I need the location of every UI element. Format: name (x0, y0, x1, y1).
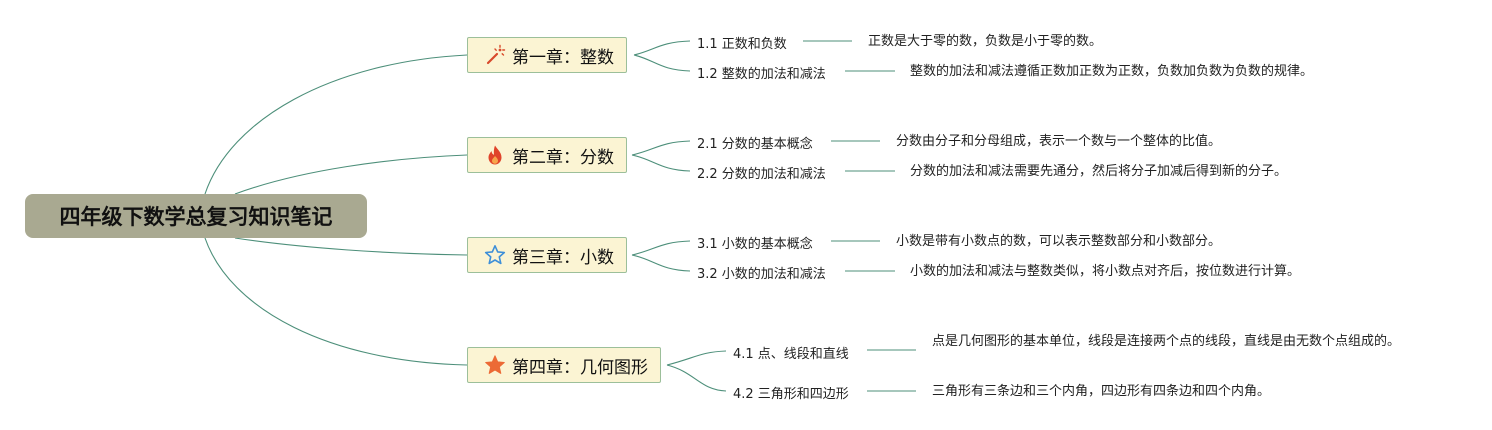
topic-1-1-note: 正数是大于零的数，负数是小于零的数。 (868, 34, 1103, 49)
star-outline-icon (484, 244, 506, 266)
magic-wand-icon (484, 44, 506, 66)
chapter-2-node[interactable]: 第二章：分数 (467, 137, 627, 173)
topic-3-2-note: 小数的加法和减法与整数类似，将小数点对齐后，按位数进行计算。 (910, 264, 1301, 279)
topic-2-1-note: 分数由分子和分母组成，表示一个数与一个整体的比值。 (896, 134, 1222, 149)
chapter-2-branch-1-line (631, 140, 691, 156)
root-topic[interactable]: 四年级下数学总复习知识笔记 (25, 194, 367, 238)
chapter-3-title: 第三章：小数 (512, 247, 614, 268)
fire-icon (484, 144, 506, 166)
chapter-1-branch-2-line (633, 54, 691, 72)
chapter-2-branch-2-line (631, 154, 691, 172)
topic-1-1[interactable]: 1.1 正数和负数 (697, 37, 787, 52)
topic-2-1[interactable]: 2.1 分数的基本概念 (697, 137, 813, 152)
chapter-4-branch-2-line (666, 364, 727, 392)
topic-1-2-note: 整数的加法和减法遵循正数加正数为正数，负数加负数为负数的规律。 (910, 64, 1314, 79)
topic-1-2[interactable]: 1.2 整数的加法和减法 (697, 67, 826, 82)
chapter-4-node[interactable]: 第四章：几何图形 (467, 347, 661, 383)
topic-3-1[interactable]: 3.1 小数的基本概念 (697, 237, 813, 252)
topic-2-2-note: 分数的加法和减法需要先通分，然后将分子加减后得到新的分子。 (910, 164, 1288, 179)
topic-4-2[interactable]: 4.2 三角形和四边形 (733, 387, 849, 402)
topic-4-1[interactable]: 4.1 点、线段和直线 (733, 347, 849, 362)
chapter-3-branch-1-line (631, 240, 691, 256)
chapter-1-node[interactable]: 第一章：整数 (467, 37, 627, 73)
topic-3-2[interactable]: 3.2 小数的加法和减法 (697, 267, 826, 282)
chapter-1-title: 第一章：整数 (512, 47, 614, 68)
chapter-3-branch-2-line (631, 254, 691, 272)
chapter-2-title: 第二章：分数 (512, 147, 614, 168)
root-to-chapter-3-line (234, 237, 468, 256)
topic-2-2[interactable]: 2.2 分数的加法和减法 (697, 167, 826, 182)
root-to-chapter-2-line (234, 154, 468, 195)
star-filled-icon (484, 354, 506, 376)
chapter-1-branch-1-line (633, 40, 691, 56)
topic-4-2-note: 三角形有三条边和三个内角，四边形有四条边和四个内角。 (932, 384, 1271, 399)
chapter-4-branch-1-line (666, 350, 727, 366)
root-to-chapter-1-line (204, 54, 468, 195)
topic-3-1-note: 小数是带有小数点的数，可以表示整数部分和小数部分。 (896, 234, 1222, 249)
chapter-4-title: 第四章：几何图形 (512, 357, 648, 378)
chapter-3-node[interactable]: 第三章：小数 (467, 237, 627, 273)
root-to-chapter-4-line (204, 237, 468, 366)
topic-4-1-note: 点是几何图形的基本单位，线段是连接两个点的线段，直线是由无数个点组成的。 (932, 334, 1401, 349)
